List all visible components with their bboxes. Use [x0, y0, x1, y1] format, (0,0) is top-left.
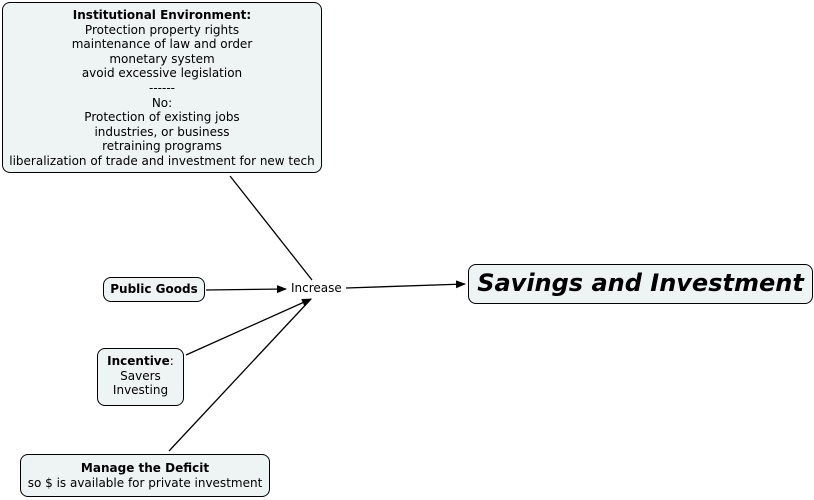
- institutional-line: industries, or business: [94, 124, 230, 139]
- incentive-line: Investing: [112, 383, 169, 398]
- deficit-subtitle: so $ is available for private investment: [27, 475, 263, 490]
- public-goods-title: Public Goods: [110, 282, 198, 296]
- connector-public-goods-to-increase: [205, 285, 287, 294]
- incentive-line: Savers: [120, 368, 161, 383]
- institutional-line: No:: [151, 95, 173, 110]
- institutional-line: Protection property rights: [84, 22, 240, 37]
- connector-deficit-to-increase: [168, 298, 312, 452]
- deficit-title: Manage the Deficit: [80, 461, 210, 475]
- institutional-line: avoid excessive legislation: [81, 66, 243, 81]
- institutional-line: liberalization of trade and investment f…: [9, 153, 315, 168]
- incentive-node[interactable]: Incentive: Savers Investing: [97, 348, 184, 406]
- institutional-environment-node[interactable]: Institutional Environment: Protection pr…: [2, 2, 322, 173]
- connector-increase-to-savings: [345, 280, 466, 289]
- institutional-separator: ------: [149, 80, 175, 95]
- institutional-line: Protection of existing jobs: [84, 110, 240, 125]
- incentive-title: Incentive: [107, 354, 170, 368]
- institutional-title: Institutional Environment:: [72, 8, 252, 22]
- connector-incentive-to-increase: [185, 298, 312, 356]
- savings-title: Savings and Investment: [477, 269, 804, 297]
- increase-label[interactable]: Increase: [288, 281, 345, 295]
- institutional-line: maintenance of law and order: [71, 37, 253, 52]
- savings-investment-node[interactable]: Savings and Investment: [468, 264, 813, 304]
- incentive-colon: :: [169, 354, 174, 368]
- connector-institutional-to-increase: [229, 175, 313, 281]
- institutional-line: retraining programs: [102, 139, 222, 154]
- manage-deficit-node[interactable]: Manage the Deficit so $ is available for…: [20, 454, 270, 497]
- institutional-line: monetary system: [109, 51, 215, 66]
- public-goods-node[interactable]: Public Goods: [103, 277, 205, 302]
